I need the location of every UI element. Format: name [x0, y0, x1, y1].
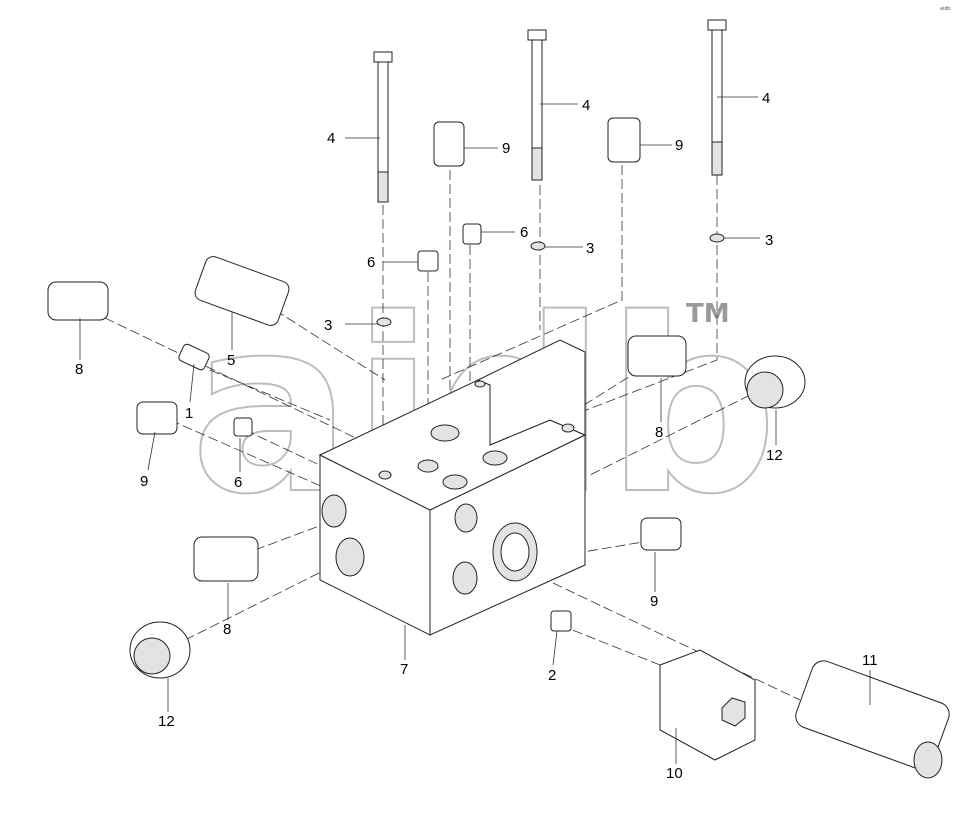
callout-4: 4: [327, 130, 335, 147]
callout-2: 2: [548, 667, 556, 684]
washers: [376, 233, 725, 327]
sensors: [47, 281, 687, 582]
callout-1: 1: [185, 405, 193, 422]
callout-6: 6: [520, 224, 528, 241]
callout-10: 10: [666, 765, 683, 782]
orifice-plug: [550, 610, 572, 632]
callout-7: 7: [400, 661, 408, 678]
solenoid-valve: [795, 660, 950, 779]
callout-8: 8: [75, 361, 83, 378]
callout-12: 12: [766, 447, 783, 464]
bolt-middle: [527, 29, 547, 181]
bolt-left: [373, 51, 393, 203]
callout-3: 3: [324, 317, 332, 334]
valve-block: [318, 339, 587, 636]
callout-9: 9: [650, 593, 658, 610]
callout-3: 3: [586, 240, 594, 257]
callout-5: 5: [227, 352, 235, 369]
fittings: [136, 117, 682, 551]
callout-12: 12: [158, 713, 175, 730]
callouts: 4 4 4 9 9 9 9 6 6 6 3 3 3 8 8 8 5 1 12 1…: [75, 90, 878, 782]
bolts: [373, 19, 727, 203]
bolt-right: [707, 19, 727, 176]
callout-9: 9: [502, 140, 510, 157]
check-valve: [178, 343, 210, 371]
watermark-trademark: TM: [686, 299, 730, 329]
callout-11: 11: [862, 652, 878, 669]
callout-4: 4: [582, 97, 590, 114]
corner-mark: ᵃⁱᵈᵇ: [940, 5, 950, 14]
leader-lines: [79, 96, 871, 764]
callout-8: 8: [655, 424, 663, 441]
callout-9: 9: [140, 473, 148, 490]
solenoid-coil: [659, 649, 756, 761]
plugs: [233, 223, 482, 437]
callout-6: 6: [367, 254, 375, 271]
callout-4: 4: [762, 90, 770, 107]
cartridge-valve: [194, 256, 290, 326]
callout-8: 8: [223, 621, 231, 638]
adapters: [129, 355, 806, 679]
callout-3: 3: [765, 232, 773, 249]
callout-6: 6: [234, 474, 242, 491]
callout-9: 9: [675, 137, 683, 154]
